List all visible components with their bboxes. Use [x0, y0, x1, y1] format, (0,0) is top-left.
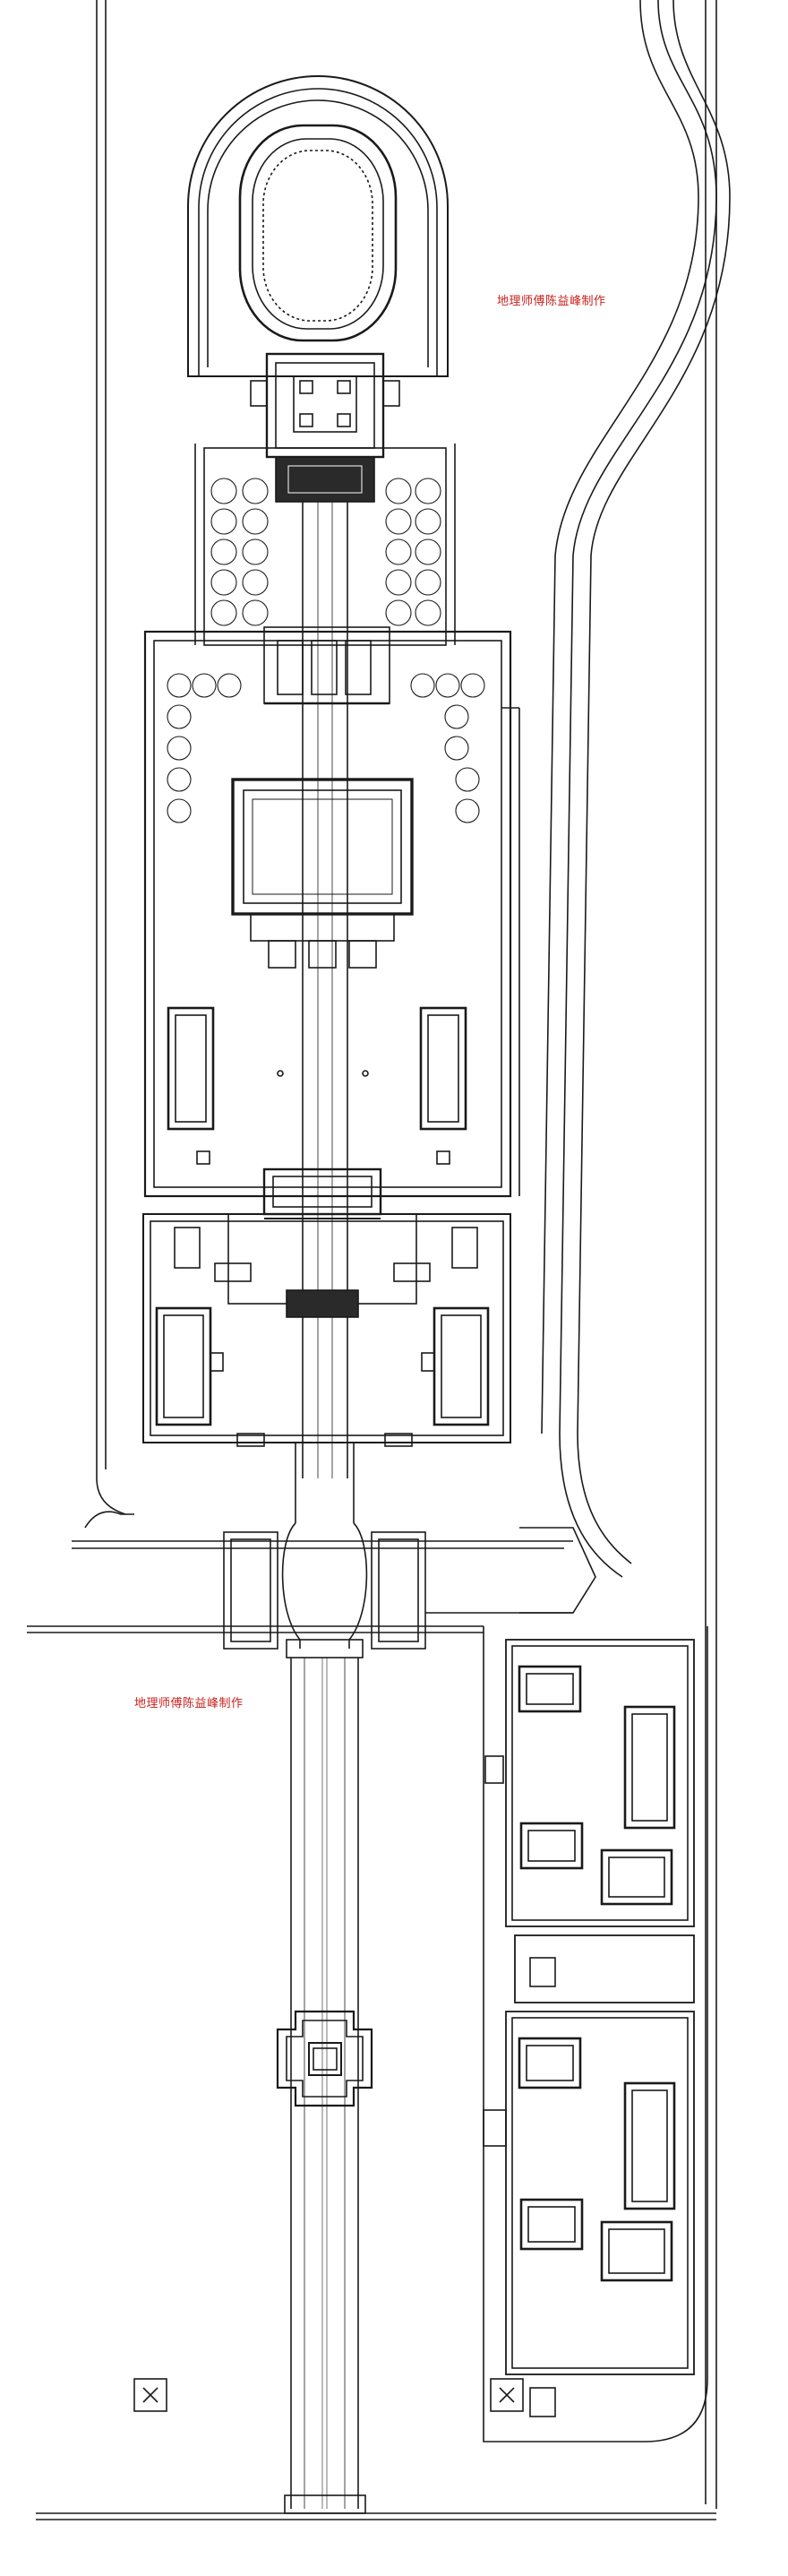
corner-markers — [133, 2378, 524, 2412]
east-auxiliary-compound — [483, 1626, 708, 2442]
moat-channel — [541, 0, 731, 1578]
stone-bridge-gate — [223, 1522, 596, 1658]
burial-mound — [238, 124, 398, 342]
lingen-gate — [262, 1167, 382, 1219]
lingen-courtyard — [143, 630, 520, 1198]
east-west-side-halls — [167, 1006, 467, 1165]
author-credit: 地理师傅陈益峰制作 — [134, 1697, 244, 1710]
tree-grove-upper — [210, 478, 441, 626]
soul-tower — [215, 352, 437, 459]
upper-courtyard — [194, 444, 456, 646]
front-courtyard — [142, 1213, 511, 1443]
lingen-hall — [231, 778, 414, 969]
sacred-way — [284, 1658, 366, 2514]
stele-pavilion — [276, 2010, 373, 2107]
front-gate-bridges — [72, 1433, 573, 1549]
stone-altar — [275, 456, 375, 503]
horseshoe-precinct — [187, 75, 449, 377]
author-credit: 地理师傅陈益峰制作 — [497, 295, 606, 308]
east-compound-buildings-upper — [518, 1665, 676, 1987]
east-compound-buildings-lower — [518, 2037, 676, 2417]
central-causeway — [302, 502, 348, 1478]
front-side-halls — [155, 1306, 490, 1426]
lingxing-gate — [263, 626, 390, 705]
outer-boundary — [27, 0, 717, 2520]
tree-grove-lower — [167, 673, 485, 823]
